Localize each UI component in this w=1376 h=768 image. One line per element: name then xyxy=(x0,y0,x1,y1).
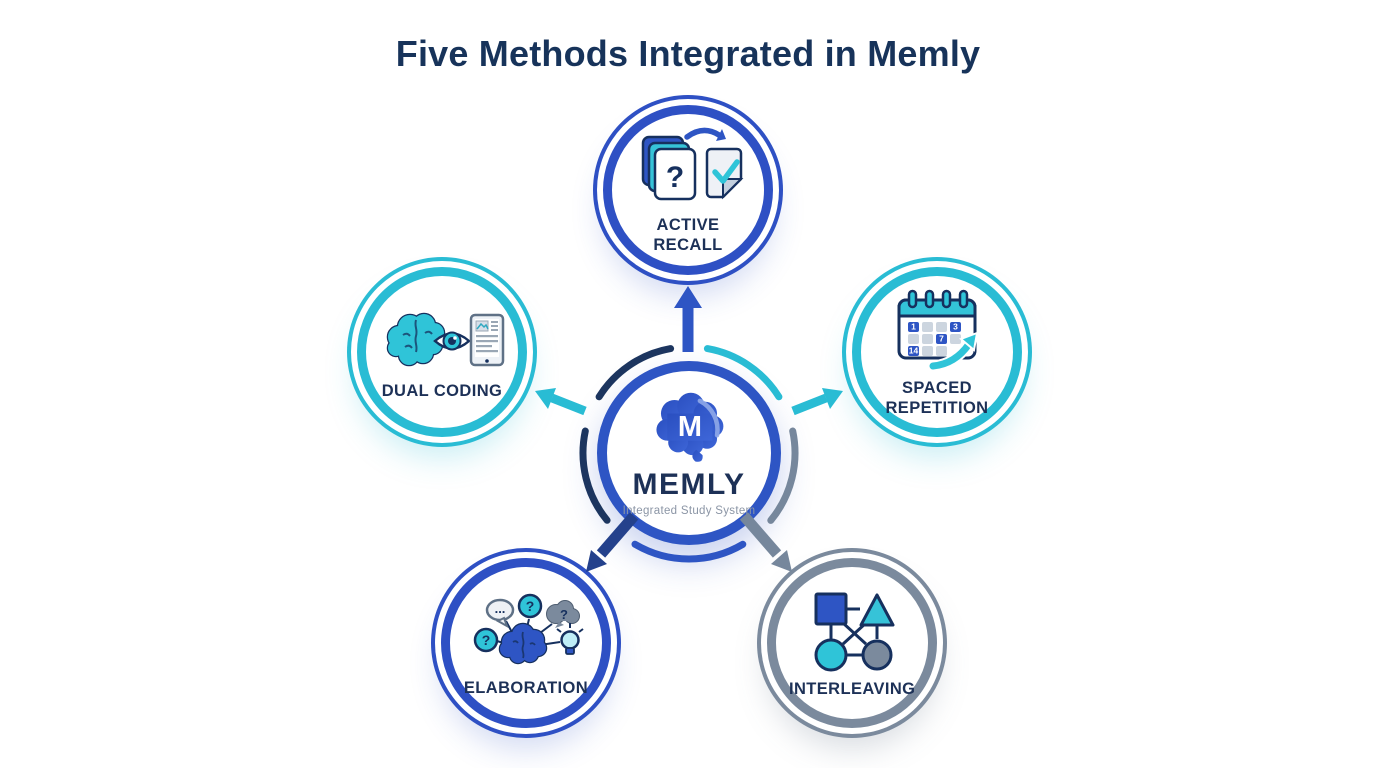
flashcard-question-mark: ? xyxy=(666,161,684,194)
node-label-interleaving: INTERLEAVING xyxy=(789,679,916,698)
calendar-day-3: 3 xyxy=(953,321,958,331)
node-label-spaced-repetition: SPACED REPETITION xyxy=(885,378,989,417)
hub-name: MEMLY xyxy=(632,467,746,501)
node-label-dual-coding: DUAL CODING xyxy=(381,381,503,400)
node-dual-coding: DUAL CODING xyxy=(357,267,527,437)
calendar-day-14: 14 xyxy=(909,345,919,355)
arrow-to-dual-coding xyxy=(535,388,587,416)
node-interleaving: INTERLEAVING xyxy=(767,558,937,728)
node-spaced-repetition: 1 3 7 14 SPACED REPETITION xyxy=(852,267,1022,437)
logo-letter: M xyxy=(678,411,702,443)
calendar-growth-arrow-icon: 1 3 7 14 xyxy=(897,289,979,372)
node-label-elaboration: ELABORATION xyxy=(463,678,589,697)
brain-eye-tablet-icon xyxy=(386,312,505,367)
arrow-to-interleaving xyxy=(739,512,792,572)
arc-bottom xyxy=(631,540,747,563)
node-label-active-recall: ACTIVE RECALL xyxy=(653,215,723,254)
hub-tagline: Integrated Study System xyxy=(622,504,756,517)
calendar-day-1: 1 xyxy=(911,321,916,331)
arrow-to-elaboration xyxy=(586,512,639,572)
bubble-dots: ... xyxy=(495,601,506,616)
question-left: ? xyxy=(482,632,491,648)
question-top: ? xyxy=(526,598,535,614)
memly-brain-logo-icon: M xyxy=(656,392,724,462)
arrow-to-active-recall xyxy=(674,286,702,352)
flashcards-to-check-icon: ? xyxy=(641,127,744,201)
brain-ideas-icon: ... ? ? ? xyxy=(473,593,584,665)
lightbulb-icon xyxy=(556,622,584,655)
node-active-recall: ? ACTIVE RECALL xyxy=(603,105,773,275)
node-elaboration: ... ? ? ? xyxy=(441,558,611,728)
calendar-day-7: 7 xyxy=(939,333,944,343)
page-title: Five Methods Integrated in Memly xyxy=(395,33,981,74)
mixed-shapes-network-icon xyxy=(814,592,895,672)
hub-memly: M MEMLY Integrated Study System xyxy=(597,361,781,545)
arrow-to-spaced-repetition xyxy=(791,388,843,416)
question-right: ? xyxy=(560,607,568,622)
